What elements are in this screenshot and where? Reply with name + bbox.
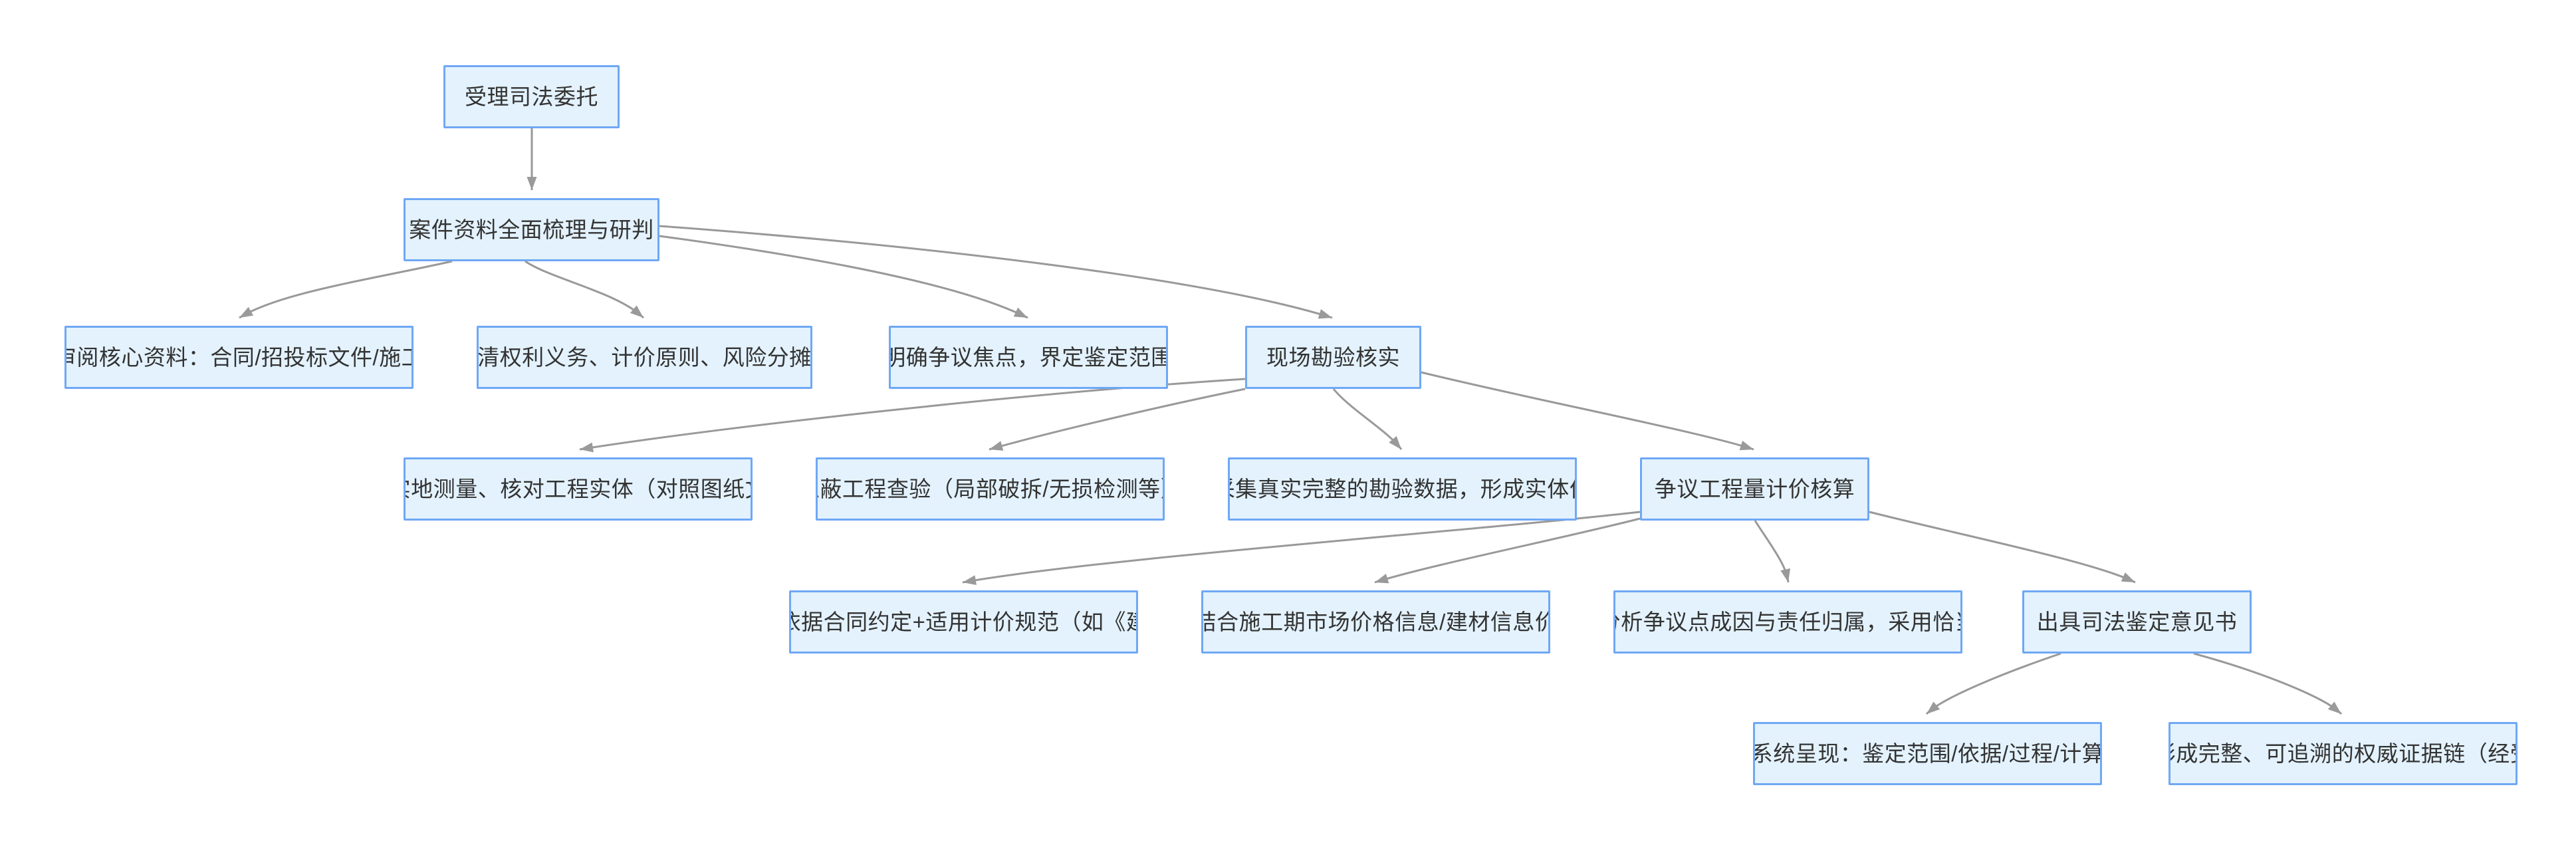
flow-node-label: 系统呈现：鉴定范围/依据/过程/计算 <box>1753 741 2102 766</box>
flow-node-label: 受理司法委托 <box>465 84 598 109</box>
flow-node-n6[interactable]: 现场勘验核实 <box>1245 326 1421 389</box>
flow-node-n11[interactable]: 依据合同约定+适用计价规范（如《建 <box>789 590 1138 654</box>
flow-node-label: 厘清权利义务、计价原则、风险分摊约 <box>477 344 812 370</box>
flow-node-n4[interactable]: 厘清权利义务、计价原则、风险分摊约 <box>477 326 812 389</box>
flow-node-label: 出具司法鉴定意见书 <box>2036 609 2238 634</box>
flow-node-label: 实地测量、核对工程实体（对照图纸文 <box>404 476 753 501</box>
flow-node-label: 审阅核心资料：合同/招投标文件/施工 <box>64 344 413 370</box>
flow-edge-n2-n5 <box>659 235 1028 319</box>
flow-node-label: 案件资料全面梳理与研判 <box>409 217 654 242</box>
flow-edge-n10-n11 <box>962 511 1641 585</box>
flow-node-label: 依据合同约定+适用计价规范（如《建 <box>789 609 1138 634</box>
flow-node-n12[interactable]: 结合施工期市场价格信息/建材信息价 <box>1201 590 1550 654</box>
flow-edge-n6-n9 <box>1332 388 1403 450</box>
flow-edge-n2-n3 <box>239 260 453 319</box>
flow-node-n3[interactable]: 审阅核心资料：合同/招投标文件/施工 <box>64 326 413 389</box>
flow-node-n2[interactable]: 案件资料全面梳理与研判 <box>404 198 659 261</box>
flow-node-label: 隐蔽工程查验（局部破拆/无损检测等） <box>816 476 1165 501</box>
flow-node-label: 明确争议焦点，界定鉴定范围 <box>889 344 1168 370</box>
flow-edge-n14-n15 <box>1925 652 2061 715</box>
flow-node-n9[interactable]: 采集真实完整的勘验数据，形成实体价 <box>1228 457 1577 521</box>
flow-node-n13[interactable]: 分析争议点成因与责任归属，采用恰当 <box>1613 590 1962 654</box>
flow-node-n15[interactable]: 系统呈现：鉴定范围/依据/过程/计算 <box>1753 722 2102 785</box>
flow-edge-n6-n8 <box>989 388 1246 451</box>
flow-node-n16[interactable]: 形成完整、可追溯的权威证据链（经受 <box>2168 722 2517 785</box>
flow-edge-n10-n14 <box>1869 511 2136 584</box>
flow-node-n8[interactable]: 隐蔽工程查验（局部破拆/无损检测等） <box>816 457 1165 521</box>
flow-node-label: 形成完整、可追溯的权威证据链（经受 <box>2168 741 2517 766</box>
flow-edge-n6-n10 <box>1421 371 1754 451</box>
flow-edge-n14-n16 <box>2193 652 2343 715</box>
flow-node-label: 分析争议点成因与责任归属，采用恰当 <box>1613 609 1962 634</box>
flow-node-n14[interactable]: 出具司法鉴定意见书 <box>2022 590 2252 654</box>
flow-edge-n6-n7 <box>579 378 1246 453</box>
flow-node-label: 现场勘验核实 <box>1266 344 1400 370</box>
flow-node-n10[interactable]: 争议工程量计价核算 <box>1640 457 1869 521</box>
flow-edge-n10-n13 <box>1754 520 1791 583</box>
flow-node-n1[interactable]: 受理司法委托 <box>443 65 620 128</box>
flow-edge-n10-n12 <box>1374 517 1641 584</box>
flow-node-n7[interactable]: 实地测量、核对工程实体（对照图纸文 <box>404 457 753 521</box>
flow-node-n5[interactable]: 明确争议焦点，界定鉴定范围 <box>889 326 1168 389</box>
flow-edge-n1-n2 <box>527 128 537 190</box>
flow-node-label: 采集真实完整的勘验数据，形成实体价 <box>1228 476 1577 501</box>
flow-node-label: 争议工程量计价核算 <box>1654 476 1855 501</box>
flow-node-label: 结合施工期市场价格信息/建材信息价 <box>1201 609 1550 634</box>
flow-edge-n2-n6 <box>659 225 1333 319</box>
flow-edge-n2-n4 <box>525 260 645 319</box>
